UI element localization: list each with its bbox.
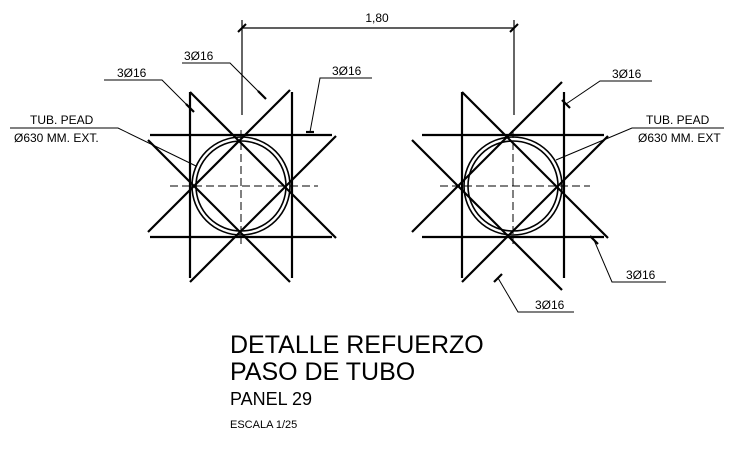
title-line2: PASO DE TUBO <box>230 358 415 386</box>
dimension-line <box>237 20 519 115</box>
left-centerlines <box>170 130 318 244</box>
label-bar-bottom: 3Ø16 <box>535 298 565 312</box>
left-leaders <box>10 62 372 167</box>
label-pipe-left-line1: TUB. PEAD <box>30 113 94 127</box>
label-bar-top-left: 3Ø16 <box>117 66 147 80</box>
right-leaders <box>493 80 724 313</box>
right-centerlines <box>440 130 590 244</box>
label-bar-right: 3Ø16 <box>626 268 656 282</box>
label-bar-top-center: 3Ø16 <box>332 64 362 78</box>
title-line3: PANEL 29 <box>230 389 312 409</box>
label-bar-top-center-left: 3Ø16 <box>184 49 214 63</box>
title-scale: ESCALA 1/25 <box>230 419 297 431</box>
title-line1: DETALLE REFUERZO <box>230 331 484 359</box>
label-pipe-left-line2: Ø630 MM. EXT. <box>14 131 99 145</box>
label-pipe-right-line2: Ø630 MM. EXT <box>638 131 721 145</box>
label-pipe-right-line1: TUB. PEAD <box>646 113 710 127</box>
label-bar-top-right: 3Ø16 <box>612 67 642 81</box>
dimension-text: 1,80 <box>365 11 389 25</box>
